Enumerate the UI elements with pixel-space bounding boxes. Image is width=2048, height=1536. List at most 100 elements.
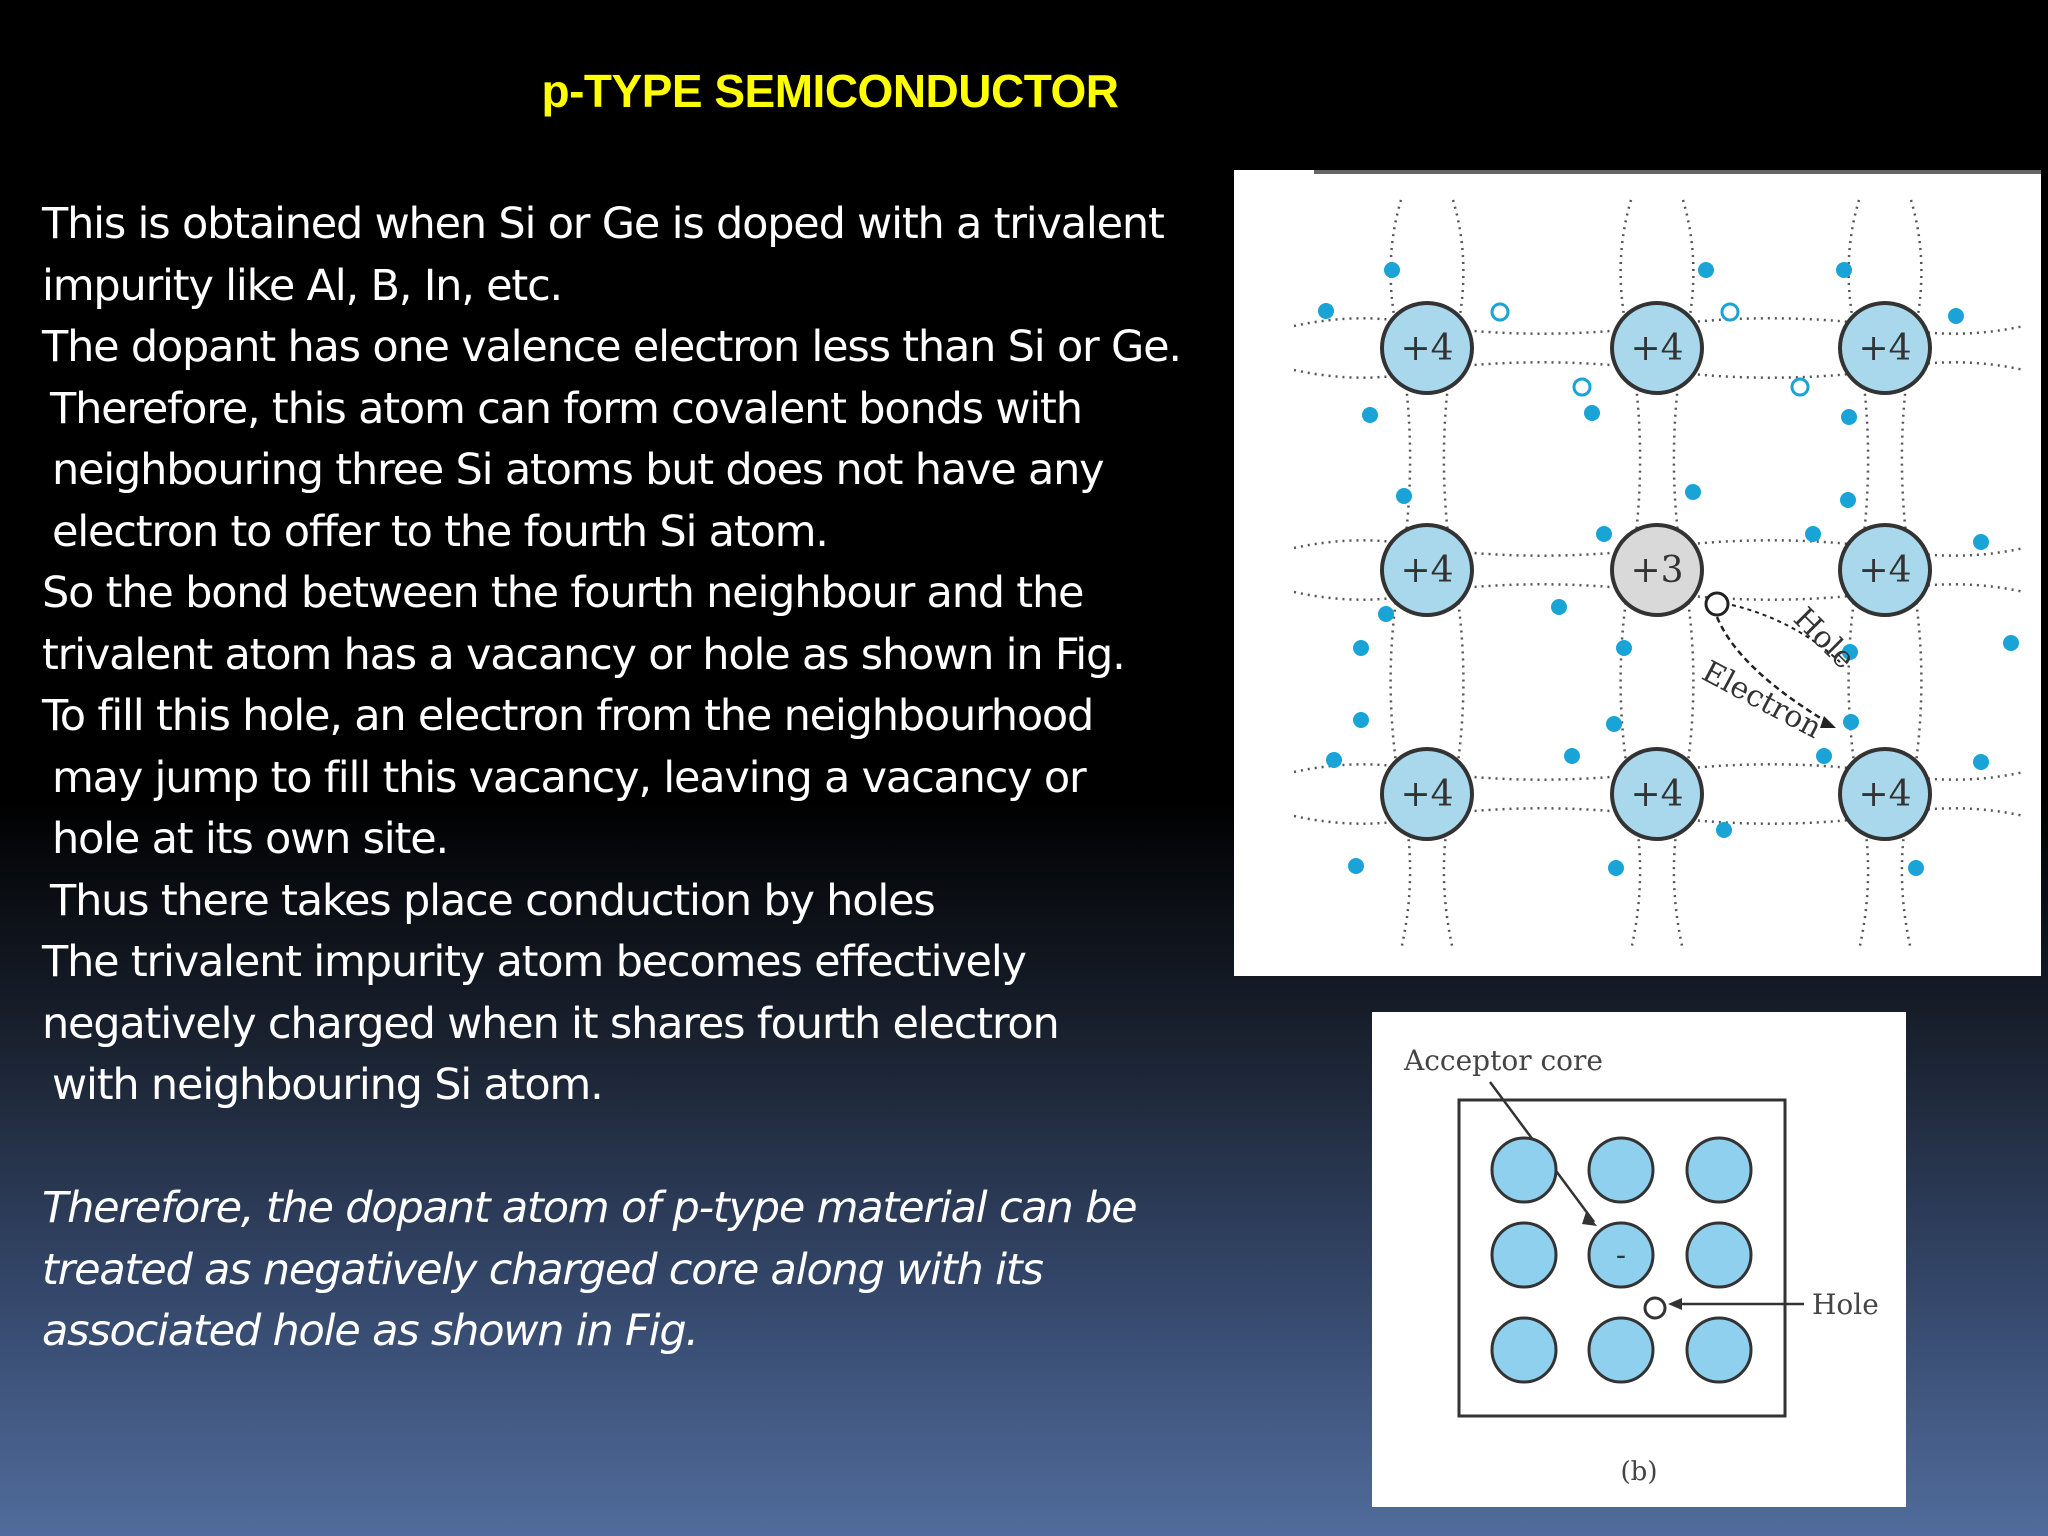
atom-charge: +4 xyxy=(1630,774,1683,815)
electron-dot xyxy=(1908,860,1924,876)
acceptor-diagram: Acceptor core - Hole (b) xyxy=(1403,1044,1879,1487)
electrons xyxy=(1318,262,2019,876)
impurity-atom xyxy=(1610,523,1704,617)
si-atom xyxy=(1685,1316,1753,1384)
electron-dot xyxy=(1318,303,1334,319)
atoms: +4 +4 +4 +4 +3 +4 +4 +4 +4 xyxy=(1380,301,1932,841)
atom-charge: +3 xyxy=(1630,550,1683,591)
text-line: trivalent atom has a vacancy or hole as … xyxy=(42,629,1126,680)
electron-dot xyxy=(1836,262,1852,278)
text-line: The trivalent impurity atom becomes effe… xyxy=(42,937,1027,987)
electron-dot xyxy=(1353,640,1369,656)
si-atom xyxy=(1587,1136,1655,1204)
bond-vacancy xyxy=(1790,377,1810,397)
si-atom xyxy=(1610,301,1704,395)
text-line: Therefore, this atom can form covalent b… xyxy=(50,383,1083,434)
si-atom xyxy=(1380,523,1474,617)
electron-dot xyxy=(1716,822,1732,838)
electron-dot xyxy=(1378,606,1394,622)
acceptor-atoms: - xyxy=(1490,1136,1753,1384)
body-text: This is obtained when Si or Ge is doped … xyxy=(42,194,1242,1363)
electron-dot xyxy=(1348,858,1364,874)
electron-dot xyxy=(1353,712,1369,728)
hole-icon xyxy=(1643,1296,1667,1320)
text-line: hole at its own site. xyxy=(52,814,449,864)
atom-charge: +4 xyxy=(1400,774,1453,815)
atom-charge: +4 xyxy=(1400,328,1453,369)
si-atom xyxy=(1685,1136,1753,1204)
electron-dot xyxy=(1384,262,1400,278)
acceptor-core-atom xyxy=(1587,1221,1655,1289)
atom-charge: +4 xyxy=(1400,550,1453,591)
atom-charge: +4 xyxy=(1858,550,1911,591)
hole-annotation: Hole Electron xyxy=(1696,591,1862,746)
lattice-diagram: +4 +4 +4 +4 +3 +4 +4 +4 +4 Hole Electron xyxy=(1293,170,2041,951)
text-line: Thus there takes place conduction by hol… xyxy=(50,875,936,926)
text-line: The dopant has one valence electron less… xyxy=(42,322,1182,372)
electron-dot xyxy=(1840,492,1856,508)
si-atom xyxy=(1380,301,1474,395)
electron-dot xyxy=(2003,635,2019,651)
si-atom xyxy=(1490,1316,1558,1384)
text-line: with neighbouring Si atom. xyxy=(52,1060,604,1110)
bond-vacancy xyxy=(1572,377,1592,397)
si-atom xyxy=(1380,747,1474,841)
si-atom xyxy=(1685,1221,1753,1289)
atom-charge: +4 xyxy=(1858,774,1911,815)
si-atom xyxy=(1490,1221,1558,1289)
electron-dot xyxy=(1842,644,1858,660)
si-atom xyxy=(1490,1136,1558,1204)
atom-charge: +4 xyxy=(1630,328,1683,369)
electron-dot xyxy=(1551,599,1567,615)
electron-dot xyxy=(1396,488,1412,504)
hole-label: Hole xyxy=(1812,1288,1879,1321)
conclusion-line: associated hole as shown in Fig. xyxy=(42,1306,699,1356)
bond-vacancy xyxy=(1720,302,1740,322)
si-atom xyxy=(1838,301,1932,395)
electron-dot xyxy=(1584,405,1600,421)
atom-charge: +4 xyxy=(1858,328,1911,369)
acceptor-core-label: Acceptor core xyxy=(1403,1044,1603,1077)
electron-dot xyxy=(1326,752,1342,768)
electron-dot xyxy=(1608,860,1624,876)
text-line: To fill this hole, an electron from the … xyxy=(42,691,1094,741)
electron-dot xyxy=(1698,262,1714,278)
electron-dot xyxy=(1685,484,1701,500)
electron-dot xyxy=(1596,526,1612,542)
si-atom xyxy=(1610,747,1704,841)
arrow-head xyxy=(1820,716,1836,728)
bond-vacancy xyxy=(1490,302,1510,322)
electron-dot xyxy=(1805,526,1821,542)
electron-dot xyxy=(1616,640,1632,656)
electron-dot xyxy=(1973,534,1989,550)
electron-dot xyxy=(1843,714,1859,730)
electron-label: Electron xyxy=(1696,654,1827,746)
electron-dot xyxy=(1362,407,1378,423)
conclusion-line: treated as negatively charged core along… xyxy=(42,1244,1044,1295)
acceptor-figure: Acceptor core - Hole (b) xyxy=(1372,1012,1906,1507)
electron-dot xyxy=(1841,409,1857,425)
text-line: may jump to fill this vacancy, leaving a… xyxy=(52,752,1087,803)
conclusion-line: Therefore, the dopant atom of p-type mat… xyxy=(42,1183,1138,1233)
electron-dot xyxy=(1973,754,1989,770)
si-atom xyxy=(1838,747,1932,841)
text-line: This is obtained when Si or Ge is doped … xyxy=(42,199,1165,249)
hole-arrow-head xyxy=(1668,1298,1682,1310)
lattice-figure: +4 +4 +4 +4 +3 +4 +4 +4 +4 Hole Electron xyxy=(1234,170,2041,976)
si-atom xyxy=(1838,523,1932,617)
hole-icon xyxy=(1704,591,1730,617)
electron-dot xyxy=(1606,716,1622,732)
text-line: impurity like Al, B, In, etc. xyxy=(42,260,563,311)
figure-caption: (b) xyxy=(1621,1457,1658,1487)
si-atom xyxy=(1587,1316,1655,1384)
electron-dot xyxy=(1564,748,1580,764)
text-line: So the bond between the fourth neighbour… xyxy=(42,568,1084,618)
text-line: negatively charged when it shares fourth… xyxy=(42,998,1060,1049)
acceptor-arrow-head xyxy=(1582,1212,1597,1226)
text-line: neighbouring three Si atoms but does not… xyxy=(52,445,1105,495)
slide-title: p-TYPE SEMICONDUCTOR xyxy=(541,65,1119,117)
acceptor-sign: - xyxy=(1616,1238,1626,1273)
crystal-box xyxy=(1457,1098,1787,1418)
electron-dot xyxy=(1948,308,1964,324)
electron-path-arrow xyxy=(1715,616,1833,727)
